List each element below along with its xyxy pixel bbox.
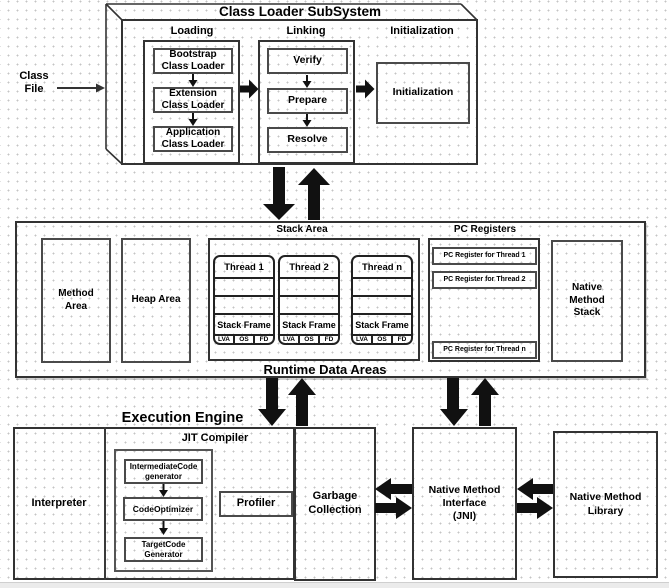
pc-register-thread-1-box: PC Register for Thread 1 [432, 247, 537, 265]
class-file-arrow [57, 83, 105, 93]
interpreter-jit-divider [104, 427, 106, 580]
loading-to-linking-arrow [240, 79, 259, 99]
thread-n-box: Thread n Stack Frame LVA OS FD [351, 255, 413, 345]
stack-frame-label: Stack Frame [215, 315, 273, 336]
loading-label: Loading [170, 25, 214, 38]
pc-registers-group-box [428, 238, 540, 362]
gc-to-jni-right-arrow [375, 497, 412, 519]
interpreter-label: Interpreter [31, 497, 87, 510]
intermediate-code-generator-box: IntermediateCode generator [124, 459, 203, 484]
profiler-box: Profiler [219, 491, 293, 517]
pc-registers-label: PC Registers [453, 223, 517, 235]
thread-1-box: Thread 1 Stack Frame LVA OS FD [213, 255, 275, 345]
bottom-edge-strip [0, 582, 669, 588]
jni-to-runtime-up-arrow [471, 378, 499, 426]
stack-frame-cells: LVA OS FD [280, 336, 338, 343]
stack-frame-label: Stack Frame [280, 315, 338, 336]
fd-cell: FD [324, 336, 334, 343]
jit-compiler-group-box [114, 449, 213, 572]
thread-row [353, 297, 411, 315]
native-method-interface-box: Native Method Interface (JNI) [412, 427, 517, 580]
jit-compiler-label: JIT Compiler [181, 432, 249, 445]
execution-to-runtime-up-arrow [288, 378, 316, 426]
thread-1-title: Thread 1 [215, 257, 273, 279]
thread-row [353, 279, 411, 297]
thread-2-title: Thread 2 [280, 257, 338, 279]
prepare-box: Prepare [267, 88, 348, 114]
jni-to-nml-right-arrow [517, 497, 553, 519]
bootstrap-class-loader-box: Bootstrap Class Loader [153, 48, 233, 74]
native-method-stack-box: Native Method Stack [551, 240, 623, 362]
os-cell: OS [300, 336, 320, 343]
class-file-label: Class File [19, 70, 49, 95]
thread-n-title: Thread n [353, 257, 411, 279]
stack-area-label: Stack Area [276, 223, 328, 235]
runtime-to-loader-up-arrow [298, 168, 330, 220]
thread-row [215, 279, 273, 297]
verify-box: Verify [267, 48, 348, 74]
stack-frame-cells: LVA OS FD [215, 336, 273, 343]
method-area-box: Method Area [41, 238, 111, 363]
runtime-to-jni-down-arrow [440, 378, 468, 426]
stack-frame-label: Stack Frame [353, 315, 411, 336]
initialization-box: Initialization [376, 62, 470, 124]
jni-to-gc-left-arrow [375, 478, 412, 500]
lva-cell: LVA [280, 336, 300, 343]
linking-to-initialization-arrow [356, 79, 375, 99]
runtime-data-areas-box [15, 221, 646, 378]
heap-area-box: Heap Area [121, 238, 191, 363]
lva-cell: LVA [215, 336, 235, 343]
pc-register-thread-n-box: PC Register for Thread n [432, 341, 537, 359]
os-cell: OS [235, 336, 255, 343]
thread-row [280, 297, 338, 315]
runtime-data-areas-title: Runtime Data Areas [263, 361, 387, 377]
garbage-collection-box: Garbage Collection [294, 427, 376, 581]
execution-engine-title: Execution Engine [121, 410, 244, 427]
os-cell: OS [373, 336, 393, 343]
loader-to-runtime-down-arrow [263, 167, 295, 220]
pc-register-thread-2-box: PC Register for Thread 2 [432, 271, 537, 289]
nml-to-jni-left-arrow [517, 478, 553, 500]
initialization-label: Initialization [390, 25, 454, 38]
thread-2-box: Thread 2 Stack Frame LVA OS FD [278, 255, 340, 345]
stack-area-group-box [208, 238, 420, 361]
linking-label: Linking [286, 25, 326, 38]
stack-frame-cells: LVA OS FD [353, 336, 411, 343]
thread-row [215, 297, 273, 315]
target-code-generator-box: TargetCode Generator [124, 537, 203, 562]
code-optimizer-box: CodeOptimizer [123, 497, 203, 521]
native-method-library-box: Native Method Library [553, 431, 658, 578]
application-class-loader-box: Application Class Loader [153, 126, 233, 152]
class-loader-subsystem-title: Class Loader SubSystem [218, 3, 382, 19]
fd-cell: FD [259, 336, 269, 343]
fd-cell: FD [397, 336, 407, 343]
resolve-box: Resolve [267, 127, 348, 153]
lva-cell: LVA [353, 336, 373, 343]
extension-class-loader-box: Extension Class Loader [153, 87, 233, 113]
thread-row [280, 279, 338, 297]
